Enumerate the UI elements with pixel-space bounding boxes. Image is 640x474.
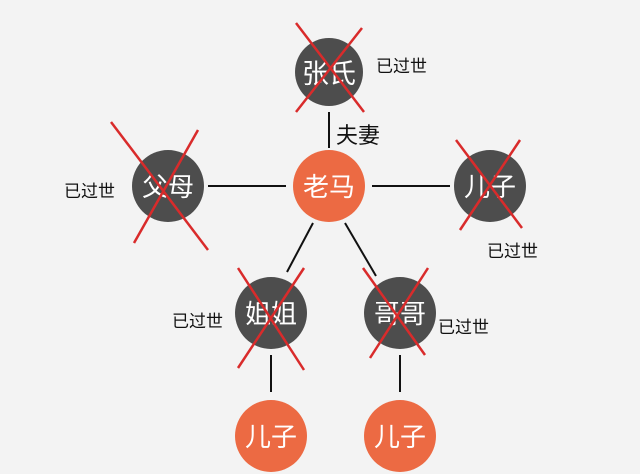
node-parents: 父母 [110, 121, 209, 251]
node-spouse: 张氏 [295, 22, 365, 113]
node-spouse-name: 张氏 [302, 59, 356, 90]
node-brother-son: 儿子 [364, 400, 436, 472]
brother-note: 已过世 [438, 318, 489, 338]
connectors [208, 112, 450, 392]
node-son-name: 儿子 [464, 173, 516, 203]
node-center-name: 老马 [303, 173, 355, 203]
cross-line [361, 267, 427, 356]
spouse-edge-label: 夫妻 [336, 124, 380, 149]
cross-line [236, 267, 306, 369]
node-brother-son-name: 儿子 [374, 423, 426, 453]
node-center: 老马 [293, 150, 365, 222]
node-brother-name: 哥哥 [374, 300, 426, 330]
node-sister-name: 姐姐 [245, 300, 297, 330]
node-sister-circle [235, 277, 307, 349]
node-parents-circle [132, 150, 204, 222]
node-center-circle [293, 150, 365, 222]
node-sister-son-name: 儿子 [245, 423, 297, 453]
node-sister-son: 儿子 [235, 400, 307, 472]
node-sister-son-circle [235, 400, 307, 472]
sister-note: 已过世 [172, 312, 223, 332]
node-brother-son-circle [364, 400, 436, 472]
cross-line [455, 139, 523, 229]
cross-line [458, 139, 522, 231]
parents-note: 已过世 [64, 182, 115, 202]
cross-line [110, 121, 209, 251]
node-son: 儿子 [454, 139, 526, 231]
node-brother: 哥哥 [361, 267, 436, 359]
node-sister: 姐姐 [235, 267, 307, 371]
edge-center-brother [344, 222, 377, 277]
cross-line [132, 129, 200, 244]
spouse-note: 已过世 [376, 57, 427, 77]
cross-line [295, 27, 363, 113]
edge-center-sister [286, 222, 314, 273]
son-note: 已过世 [487, 242, 538, 262]
cross-line [368, 267, 430, 359]
